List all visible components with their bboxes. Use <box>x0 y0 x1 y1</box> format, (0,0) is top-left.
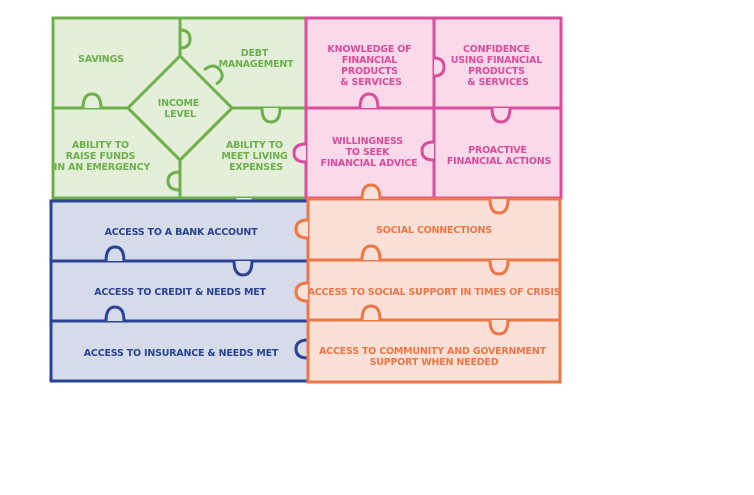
knob <box>260 107 282 124</box>
knob <box>490 107 512 124</box>
knob <box>360 304 382 321</box>
knob <box>420 140 435 162</box>
label-knowledge: KNOWLEDGE OF FINANCIAL PRODUCTS & SERVIC… <box>327 44 414 88</box>
knob <box>104 305 126 322</box>
knob <box>433 56 446 78</box>
label-community-support: ACCESS TO COMMUNITY AND GOVERNMENT SUPPO… <box>319 346 549 368</box>
knob <box>166 170 181 192</box>
knob <box>81 92 103 109</box>
knob <box>488 198 510 215</box>
knob <box>360 244 382 261</box>
label-credit: ACCESS TO CREDIT & NEEDS MET <box>94 287 266 298</box>
blue-block <box>49 199 310 383</box>
knob <box>488 319 510 336</box>
knob <box>292 142 307 164</box>
label-income-level: INCOME LEVEL <box>158 98 202 120</box>
label-social-connections: SOCIAL CONNECTIONS <box>376 225 492 236</box>
label-willingness: WILLINGNESS TO SEEK FINANCIAL ADVICE <box>321 136 418 169</box>
label-confidence: CONFIDENCE USING FINANCIAL PRODUCTS & SE… <box>451 44 545 88</box>
knob <box>294 218 309 240</box>
label-proactive: PROACTIVE FINANCIAL ACTIONS <box>447 145 552 167</box>
knob <box>179 28 192 50</box>
label-living-expenses: ABILITY TO MEET LIVING EXPENSES <box>221 140 290 173</box>
label-insurance: ACCESS TO INSURANCE & NEEDS MET <box>84 348 279 359</box>
orange-block <box>306 197 562 384</box>
income-diamond <box>125 53 235 163</box>
blue-quadrant: ACCESS TO A BANK ACCOUNT ACCESS TO CREDI… <box>49 199 310 383</box>
knob <box>360 183 382 200</box>
knob <box>488 259 510 276</box>
label-bank-account: ACCESS TO A BANK ACCOUNT <box>105 227 259 238</box>
knob <box>232 260 254 277</box>
knob <box>294 338 309 360</box>
label-savings: SAVINGS <box>78 54 124 65</box>
knob <box>358 92 380 109</box>
knob <box>104 245 126 262</box>
green-quadrant: SAVINGS DEBT MANAGEMENT INCOME LEVEL ABI… <box>51 16 320 214</box>
label-social-support: ACCESS TO SOCIAL SUPPORT IN TIMES OF CRI… <box>308 287 561 298</box>
knob <box>203 64 224 86</box>
label-debt-management: DEBT MANAGEMENT <box>219 48 294 70</box>
pink-quadrant: KNOWLEDGE OF FINANCIAL PRODUCTS & SERVIC… <box>292 16 563 200</box>
knob <box>294 281 309 303</box>
orange-quadrant: SOCIAL CONNECTIONS ACCESS TO SOCIAL SUPP… <box>294 183 562 384</box>
label-raise-funds: ABILITY TO RAISE FUNDS IN AN EMERGENCY <box>54 140 151 173</box>
